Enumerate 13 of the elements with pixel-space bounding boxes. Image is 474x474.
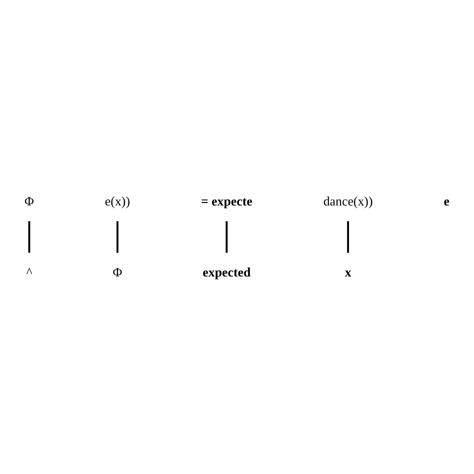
node-text: dance(x)) [323, 194, 373, 209]
connector [116, 220, 118, 254]
connector [28, 220, 30, 254]
node-text: Φ [112, 265, 122, 280]
node-text: Φ [24, 194, 34, 209]
node-text: e [444, 194, 450, 209]
node-text: expected [202, 265, 251, 280]
node-text: e(x)) [104, 194, 130, 209]
connector [347, 220, 350, 254]
node-text: = expecte [200, 194, 252, 209]
connector [226, 220, 228, 254]
node-text: x [344, 265, 352, 280]
node-text: ^ [26, 265, 32, 280]
